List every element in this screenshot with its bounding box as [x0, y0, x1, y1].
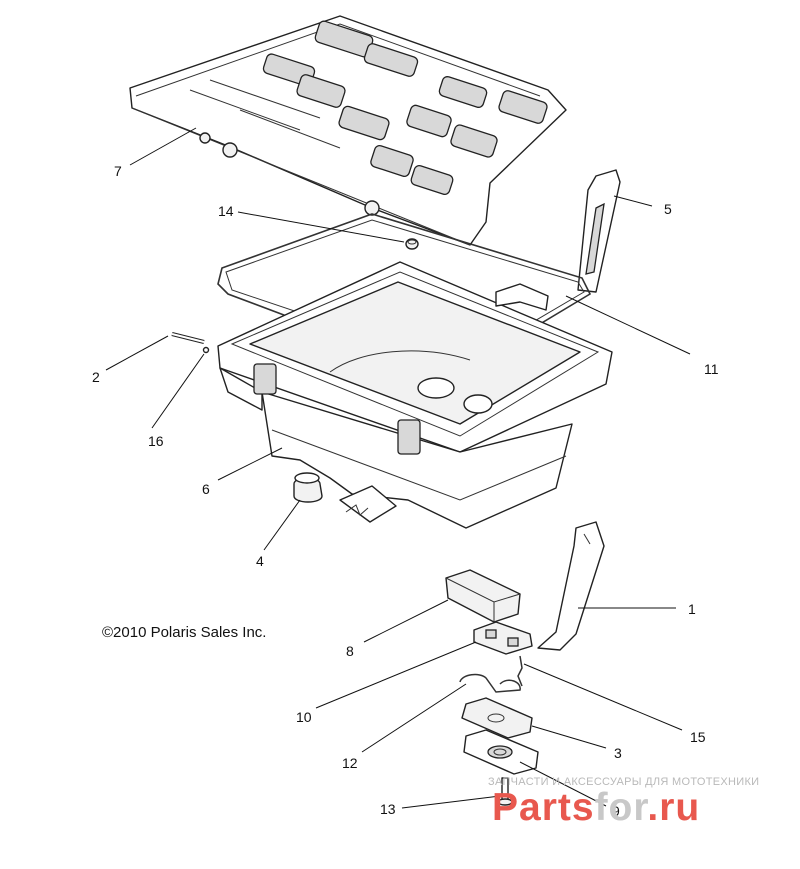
- callout-11: 11: [704, 361, 719, 377]
- part-7-rack-lid: [129, 15, 567, 246]
- callout-5: 5: [664, 201, 672, 217]
- callout-15: 15: [690, 729, 706, 745]
- part-2-pin: [171, 332, 205, 344]
- watermark-logo: Partsfor.ru: [492, 786, 700, 830]
- watermark-brand-for: for: [594, 786, 648, 829]
- part-9-base-plate: [463, 729, 539, 775]
- callout-3: 3: [614, 745, 622, 761]
- copyright-text: ©2010 Polaris Sales Inc.: [102, 624, 267, 641]
- part-4-grommet: [293, 472, 323, 503]
- watermark-brand-ru: .ru: [647, 786, 701, 829]
- part-8-pad: [445, 569, 521, 623]
- leader-lines: [105, 127, 691, 809]
- callout-10: 10: [296, 709, 312, 725]
- callout-7: 7: [114, 163, 122, 179]
- callout-12: 12: [342, 755, 358, 771]
- callout-16: 16: [148, 433, 164, 449]
- callout-8: 8: [346, 643, 354, 659]
- part-10-latch: [473, 621, 533, 655]
- part-16-clip: [202, 346, 210, 354]
- part-3-gasket: [461, 697, 533, 739]
- callout-6: 6: [202, 481, 210, 497]
- callout-1: 1: [688, 601, 696, 617]
- callout-2: 2: [92, 369, 100, 385]
- callout-14: 14: [218, 203, 234, 219]
- callout-9: 9: [612, 803, 620, 819]
- watermark-brand-parts: Parts: [492, 786, 595, 829]
- callout-4: 4: [256, 553, 264, 569]
- part-5-latch-strap: [577, 169, 621, 293]
- callout-numbers: 1 2 3 4 5 6 7 8 9 10 11 12 13 14 15 16: [92, 163, 719, 819]
- part-1-bracket: [537, 521, 605, 651]
- part-14-plug: [405, 238, 419, 250]
- part-13-screw: [497, 777, 513, 806]
- watermark-tagline: ЗАПЧАСТИ И АКСЕССУАРЫ ДЛЯ МОТОТЕХНИКИ: [488, 776, 760, 788]
- part-12-wire-spring: [459, 673, 521, 693]
- part-15-spring-pin: [517, 655, 523, 687]
- callout-13: 13: [380, 801, 396, 817]
- part-6-storage-box: [217, 261, 613, 529]
